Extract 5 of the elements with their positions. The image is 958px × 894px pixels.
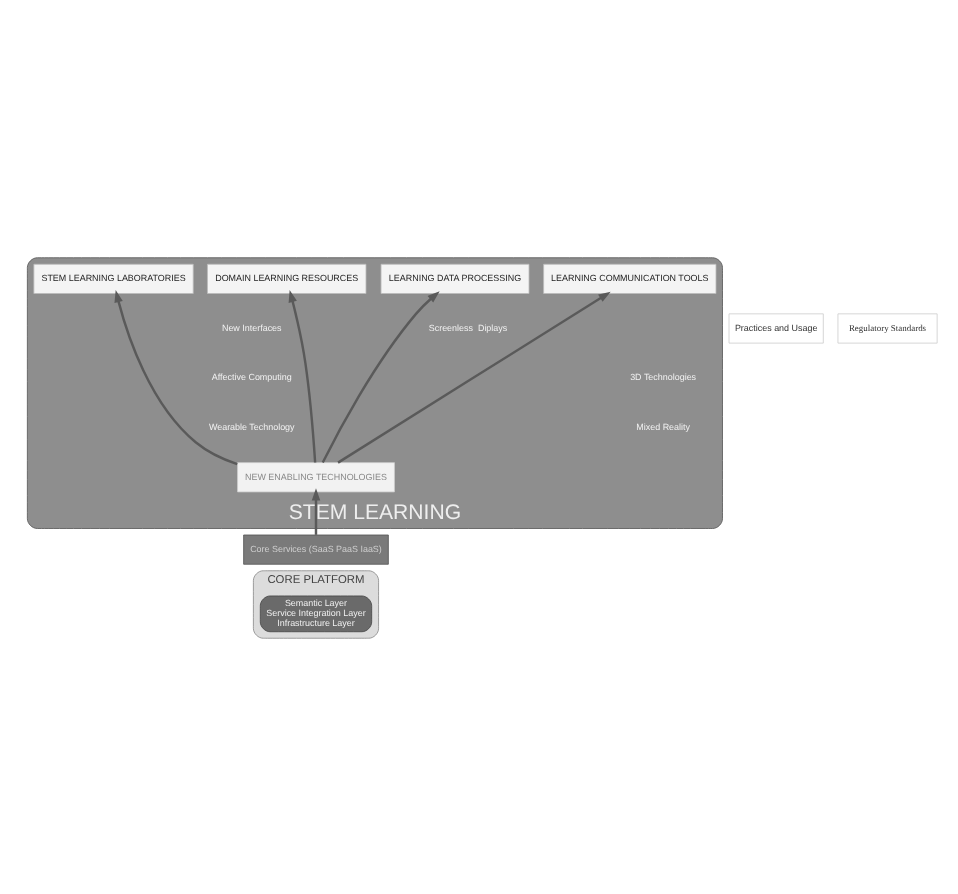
arrow	[311, 487, 321, 534]
arrow	[288, 289, 317, 462]
arrow	[337, 290, 611, 463]
arrow	[321, 290, 440, 463]
arrow	[114, 289, 238, 465]
